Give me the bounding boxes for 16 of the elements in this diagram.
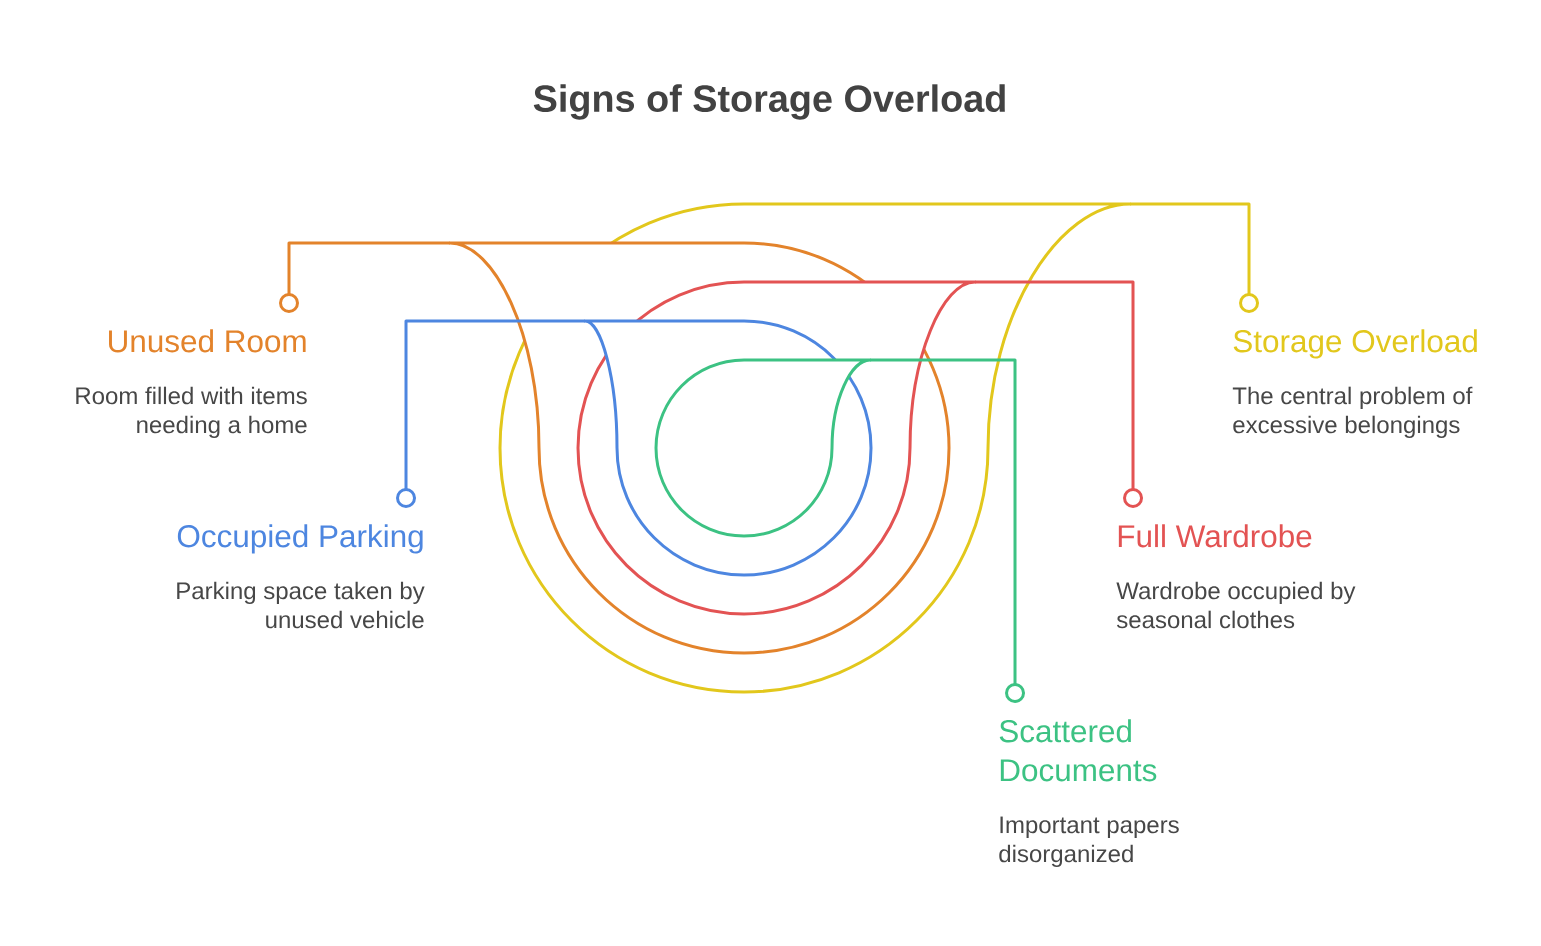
leader-line	[396, 319, 585, 508]
heading: Storage Overload	[1233, 329, 1477, 359]
leader-line	[975, 280, 1143, 508]
description: Parking space taken by unused vehicle	[177, 581, 425, 629]
leader-line	[870, 358, 1025, 703]
heading: Scattered Documents	[999, 719, 1157, 782]
heading: Occupied Parking	[177, 524, 423, 554]
heading: Full Wardrobe	[1118, 524, 1312, 548]
description: Room filled with items needing a home	[76, 386, 307, 439]
description: The central problem of excessive belongings	[1232, 386, 1473, 439]
description: Important papers disorganized	[999, 816, 1179, 868]
leader-line	[279, 241, 450, 313]
leader-line	[1130, 202, 1259, 313]
title: Signs of Storage Overload	[533, 84, 1005, 120]
heading: Unused Room	[109, 329, 306, 353]
description: Wardrobe occupied by seasonal clothes	[1116, 581, 1356, 629]
